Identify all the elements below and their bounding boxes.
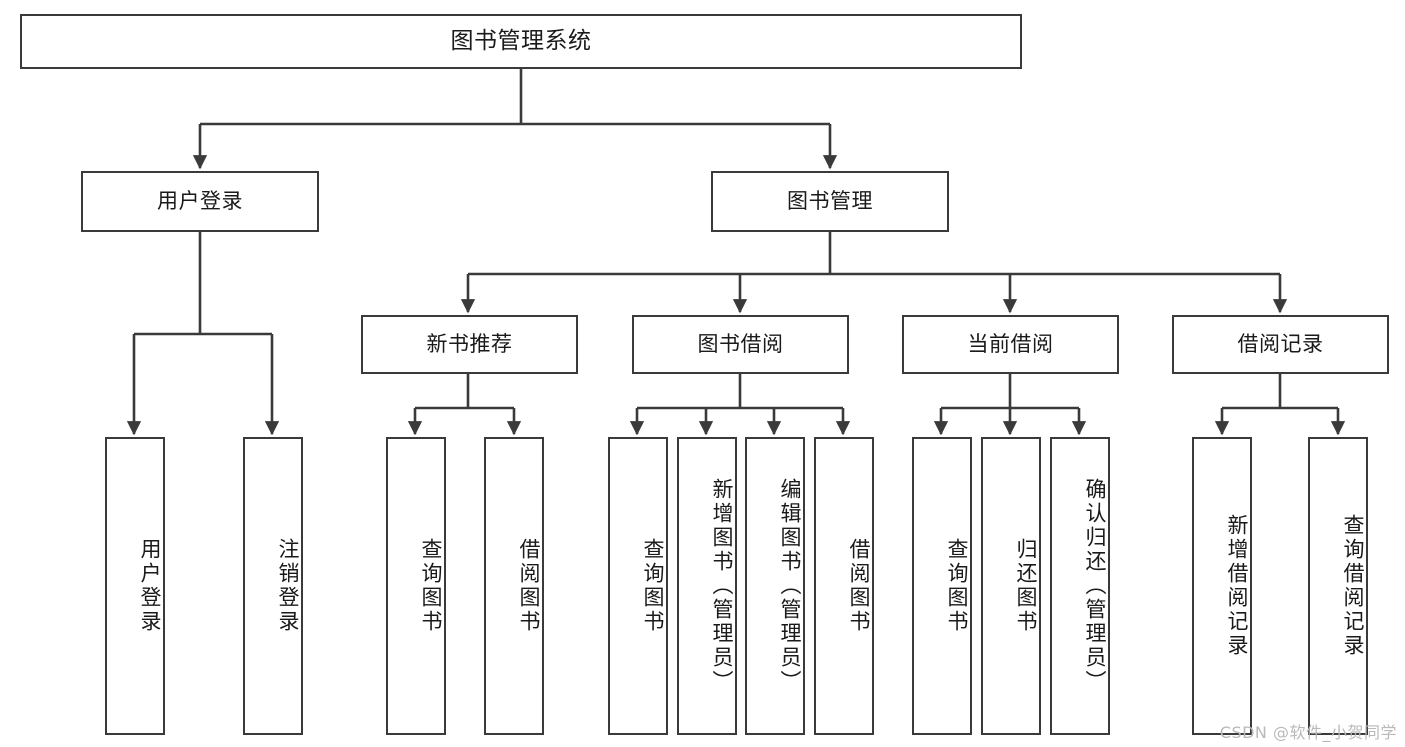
leaf-borrow-record-add-record[interactable]: 新增借阅记录: [1192, 437, 1252, 735]
leaf-current-borrow-query-book[interactable]: 查询图书: [912, 437, 972, 735]
leaf-label: 用户登录: [138, 538, 162, 634]
leaf-label: 借阅图书: [517, 538, 541, 634]
leaf-label: 查询图书: [419, 538, 443, 634]
node-new-book-recommend[interactable]: 新书推荐: [361, 315, 578, 374]
leaf-new-book-borrow-book[interactable]: 借阅图书: [484, 437, 544, 735]
node-borrow-record[interactable]: 借阅记录: [1172, 315, 1389, 374]
leaf-label: 查询借阅记录: [1341, 514, 1365, 658]
leaf-user-login-login[interactable]: 用户登录: [105, 437, 165, 735]
leaf-label: 编辑图书（管理员）: [778, 478, 802, 694]
leaf-label: 查询图书: [945, 538, 969, 634]
node-user-login[interactable]: 用户登录: [81, 171, 319, 232]
node-book-borrow[interactable]: 图书借阅: [632, 315, 849, 374]
leaf-current-borrow-return-book[interactable]: 归还图书: [981, 437, 1041, 735]
leaf-label: 确认归还（管理员）: [1083, 478, 1107, 694]
leaf-label: 新增借阅记录: [1225, 514, 1249, 658]
leaf-book-borrow-add-book-admin[interactable]: 新增图书（管理员）: [677, 437, 737, 735]
leaf-label: 注销登录: [276, 538, 300, 634]
node-book-management[interactable]: 图书管理: [711, 171, 949, 232]
leaf-label: 借阅图书: [847, 538, 871, 634]
leaf-user-login-logout[interactable]: 注销登录: [243, 437, 303, 735]
node-root-system[interactable]: 图书管理系统: [20, 14, 1022, 69]
leaf-new-book-query-book[interactable]: 查询图书: [386, 437, 446, 735]
leaf-label: 查询图书: [641, 538, 665, 634]
leaf-label: 归还图书: [1014, 538, 1038, 634]
leaf-book-borrow-borrow-book[interactable]: 借阅图书: [814, 437, 874, 735]
leaf-book-borrow-query-book[interactable]: 查询图书: [608, 437, 668, 735]
leaf-book-borrow-edit-book-admin[interactable]: 编辑图书（管理员）: [745, 437, 805, 735]
node-current-borrow[interactable]: 当前借阅: [902, 315, 1119, 374]
leaf-borrow-record-query-record[interactable]: 查询借阅记录: [1308, 437, 1368, 735]
leaf-current-borrow-confirm-return-admin[interactable]: 确认归还（管理员）: [1050, 437, 1110, 735]
leaf-label: 新增图书（管理员）: [710, 478, 734, 694]
